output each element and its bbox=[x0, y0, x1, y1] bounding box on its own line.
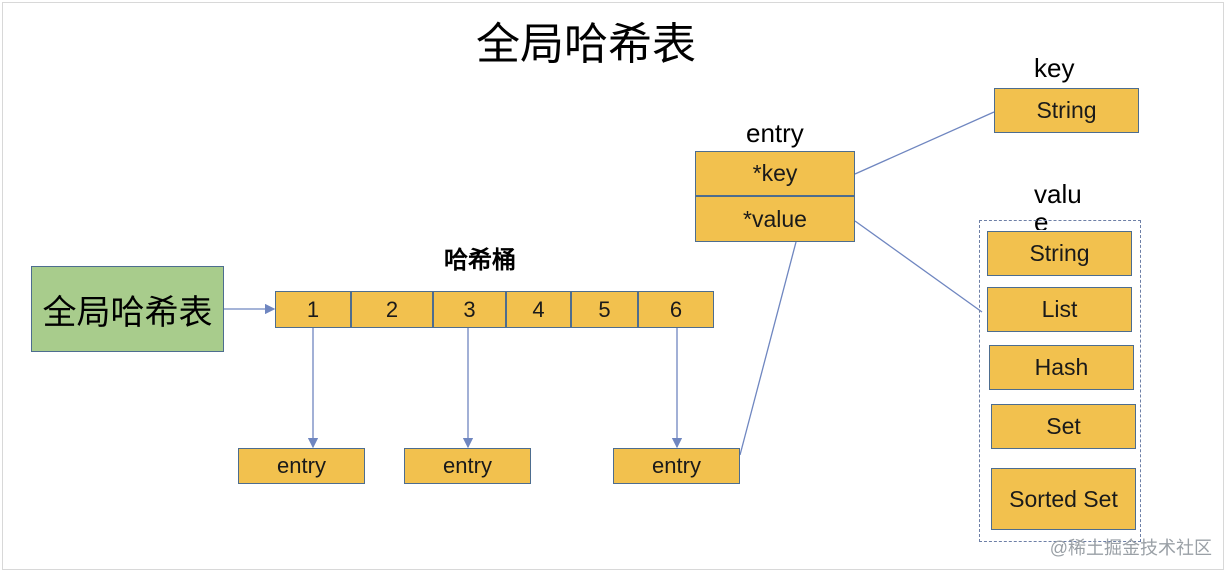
entry-box-3: entry bbox=[613, 448, 740, 484]
value-type-list: List bbox=[987, 287, 1132, 332]
key-string-box: String bbox=[994, 88, 1139, 133]
global-hash-table-box: 全局哈希表 bbox=[31, 266, 224, 352]
line-key-to-string bbox=[854, 111, 995, 175]
line-entry-to-struct bbox=[739, 241, 797, 456]
line-value-to-types bbox=[854, 220, 983, 313]
entry-struct-label: entry bbox=[746, 118, 804, 148]
bucket-3: 3 bbox=[433, 291, 506, 328]
bucket-4: 4 bbox=[506, 291, 571, 328]
key-label: key bbox=[1034, 53, 1075, 83]
value-type-sorted-set: Sorted Set bbox=[991, 468, 1136, 530]
bucket-6: 6 bbox=[638, 291, 714, 328]
value-label: value bbox=[1034, 180, 1082, 230]
diagram-frame bbox=[2, 2, 1224, 570]
value-type-string: String bbox=[987, 231, 1132, 276]
entry-value-field: *value bbox=[695, 196, 855, 242]
hash-bucket-label: 哈希桶 bbox=[444, 247, 516, 274]
value-type-hash: Hash bbox=[989, 345, 1134, 390]
diagram-title: 全局哈希表 bbox=[476, 20, 696, 69]
bucket-5: 5 bbox=[571, 291, 638, 328]
value-type-set: Set bbox=[991, 404, 1136, 449]
entry-box-2: entry bbox=[404, 448, 531, 484]
entry-box-1: entry bbox=[238, 448, 365, 484]
value-types-group bbox=[979, 220, 1141, 542]
bucket-2: 2 bbox=[351, 291, 433, 328]
bucket-1: 1 bbox=[275, 291, 351, 328]
watermark-text: @稀土掘金技术社区 bbox=[1049, 538, 1212, 558]
entry-key-field: *key bbox=[695, 151, 855, 196]
